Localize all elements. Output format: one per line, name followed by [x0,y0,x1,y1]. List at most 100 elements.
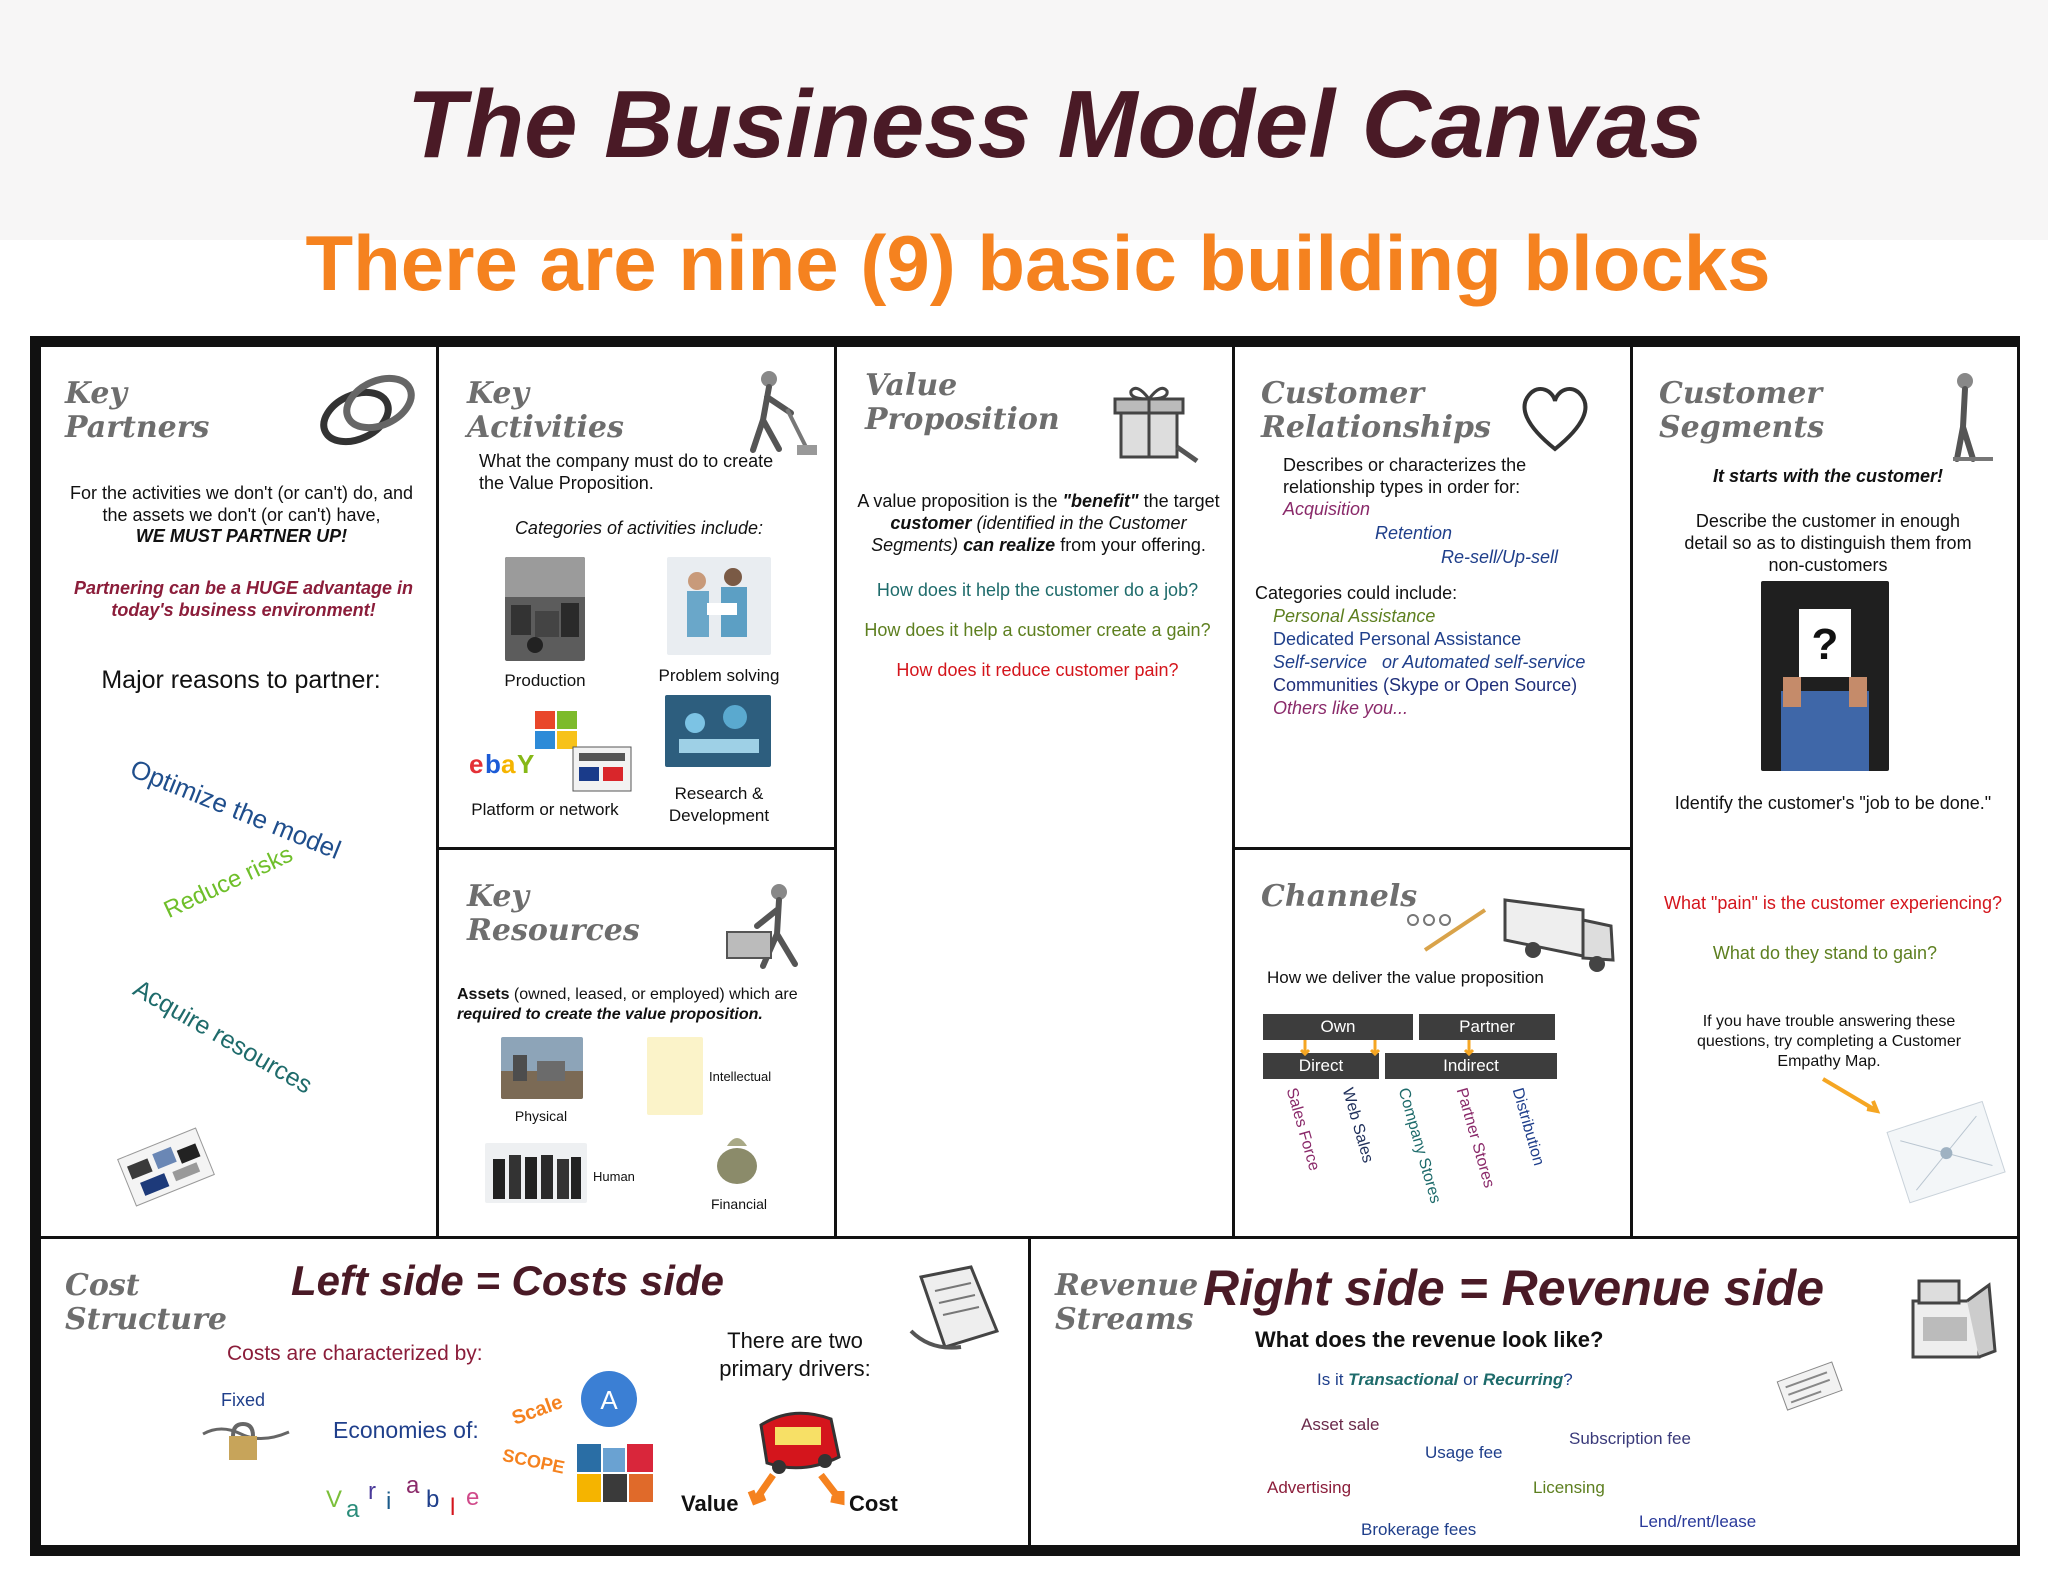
svg-text:b: b [485,749,501,779]
block-channels: Channels How we deliver the value propos… [1232,847,1633,1239]
customer-photo: ? [1761,581,1889,771]
block-key-partners: Key Partners For the activities we don't… [38,344,439,1239]
block-customer-relationships: Customer Relationships Describes or char… [1232,344,1633,850]
financial-photo [717,1138,757,1184]
revenue-type: Is it Transactional or Recurring? [1317,1370,1573,1389]
cost-scale: Scale [509,1391,566,1430]
canvas-frame: Key Partners For the activities we don't… [30,336,2020,1556]
resource-intellectual: Intellectual [709,1069,772,1084]
relationship-cat-dedicated: Dedicated Personal Assistance [1273,629,1522,649]
block-title: Customer Segments [1659,376,1825,445]
value-question-pain: How does it reduce customer pain? [896,660,1179,680]
segments-job: Identify the customer's "job to be done.… [1674,793,1992,813]
channel-type-web-sales: Web Sales [1338,1086,1377,1165]
photo-question-mark: ? [1812,620,1839,669]
research-photo [665,695,771,767]
segments-pain: What "pain" is the customer experiencing… [1664,893,2002,913]
segments-lead: It starts with the customer! [1712,466,1944,486]
stream-subscription-fee: Subscription fee [1569,1429,1691,1448]
person-icon [1953,373,1993,462]
block-title: Revenue Streams [1055,1268,1199,1337]
platform-logos-icon: e b a Y [469,711,632,792]
partners-reasons-heading: Major reasons to partner: [101,666,381,694]
intellectual-photo [647,1037,703,1115]
block-title: Cost Structure [65,1268,227,1337]
channel-type-partner-stores: Partner Stores [1452,1086,1498,1190]
variable-letters: V a r i a b l e [326,1472,480,1523]
worker-icon [750,371,817,455]
header-band [0,0,2048,240]
gift-icon [1113,386,1199,464]
revenue-question: What does the revenue look like? [1255,1327,1604,1352]
empathy-map-icon [1821,1077,2006,1204]
value-question-job: How does it help the customer do a job? [876,580,1199,600]
block-title: Key Activities [467,376,624,445]
stream-brokerage-fees: Brokerage fees [1361,1520,1477,1539]
value-question-gain: How does it help a customer create a gai… [864,620,1211,640]
app-store-icon: A [581,1371,637,1427]
production-photo [505,557,585,661]
block-key-resources: Key Resources Assets (owned, leased, or … [436,847,837,1239]
cost-side-heading: Left side = Costs side [291,1257,724,1304]
relationships-intro: Describes or characterizes the relations… [1283,455,1527,497]
cost-scope: SCOPE [500,1444,567,1478]
relationship-cat-personal: Personal Assistance [1273,606,1436,626]
activity-problem-solving: Problem solving [658,666,780,685]
value-definition: A value proposition is the "benefit" the… [857,491,1220,555]
activity-research: Research & Development [668,784,770,825]
relationship-cat-others: Others like you... [1273,698,1409,718]
segments-empathy: If you have trouble answering these ques… [1696,1013,1962,1070]
channel-partner-box: Partner [1419,1014,1555,1040]
cash-register-icon [1911,1279,1997,1359]
relationship-resell: Re-sell/Up-sell [1441,547,1559,567]
cost-economies: Economies of: [333,1417,479,1443]
physical-photo [501,1037,583,1099]
channel-arrows [1299,1040,1475,1057]
block-title: Channels [1261,879,1418,914]
stream-usage-fee: Usage fee [1425,1443,1503,1462]
padlock-icon [202,1421,290,1460]
svg-text:a: a [501,749,516,779]
stream-asset-sale: Asset sale [1301,1415,1380,1434]
reason-reduce-risks: Reduce risks [159,840,297,924]
svg-text:A: A [600,1385,618,1415]
receipt-icon [909,1265,1000,1350]
partners-advantage: Partnering can be a HUGE advantage in to… [73,578,414,620]
cost-characterized: Costs are characterized by: [227,1342,483,1365]
cost-drivers: There are two primary drivers: [719,1328,871,1381]
svg-text:e: e [469,749,483,779]
collage-thumbnail-icon [117,1127,215,1207]
block-value-proposition: Value Proposition A value proposition is… [834,344,1235,1239]
partners-intro: For the activities we don't (or can't) d… [69,483,414,525]
block-title: Customer Relationships [1261,376,1491,445]
segments-gain: What do they stand to gain? [1712,943,1938,963]
driver-cost: Cost [849,1491,898,1516]
block-title: Value Proposition [865,368,1060,437]
driver-value: Value [681,1491,739,1516]
block-key-activities: Key Activities What the company must do … [436,344,837,850]
partners-emphasis: WE MUST PARTNER UP! [135,526,348,546]
bus-icon [747,1411,845,1506]
truck-icon [1407,898,1615,972]
stream-advertising: Advertising [1267,1478,1352,1497]
block-cost-structure: Cost Structure Left side = Costs side Co… [38,1236,1038,1548]
activities-categories-heading: Categories of activities include: [514,518,764,538]
relationship-cat-self-service: Self-service or Automated self-service [1273,652,1586,672]
product-collage-icon [577,1444,653,1502]
channel-indirect-box: Indirect [1385,1053,1557,1079]
block-customer-segments: Customer Segments It starts with the cus… [1630,344,2020,1239]
channel-type-sales-force: Sales Force [1282,1086,1323,1173]
channel-direct-box: Direct [1263,1053,1379,1079]
page-subtitle: There are nine (9) basic building blocks [305,219,1771,307]
reason-acquire: Acquire resources [128,974,317,1100]
relationship-acquisition: Acquisition [1283,499,1371,519]
stream-licensing: Licensing [1533,1478,1605,1497]
block-title: Key Resources [467,879,640,948]
problem-solving-photo [667,557,771,655]
receipt-slips-icon [1776,1361,1843,1411]
block-title: Key Partners [65,376,210,445]
channels-intro: How we deliver the value proposition [1267,968,1544,987]
channel-type-distribution: Distribution [1508,1086,1548,1168]
resources-intro: Assets (owned, leased, or employed) whic… [457,986,798,1023]
resource-human: Human [593,1169,635,1184]
